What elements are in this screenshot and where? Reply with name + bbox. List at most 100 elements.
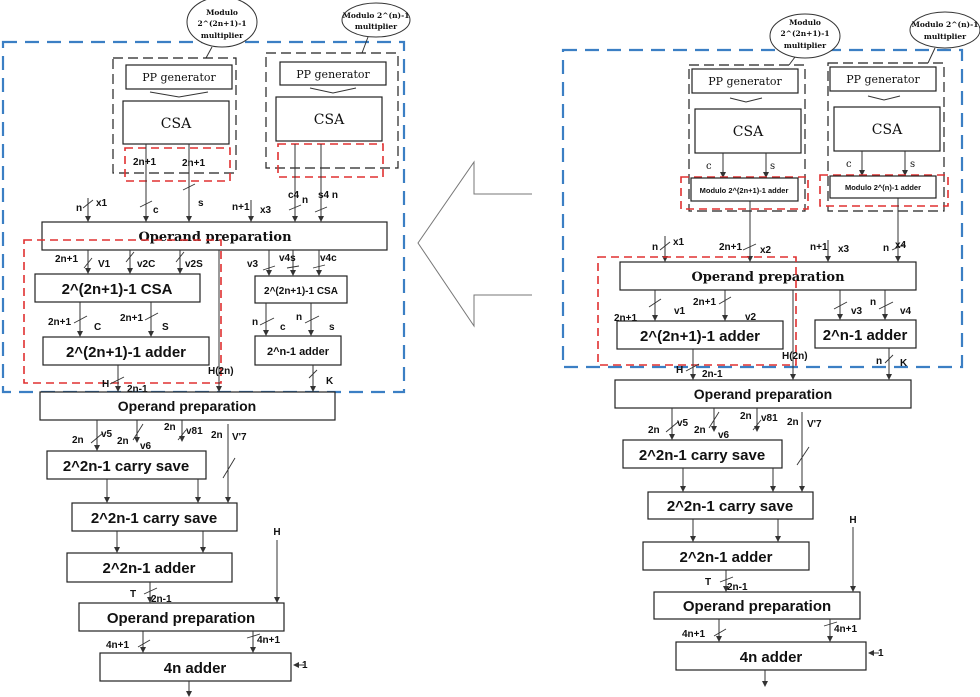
callout-text: 2^(2n+1)-1 <box>197 19 246 28</box>
modulo-adder-label: Modulo 2^(n)-1 adder <box>845 183 921 192</box>
wire-label: T <box>705 577 711 588</box>
wire-label: H(2n) <box>208 366 234 377</box>
wire-width-label: n <box>876 356 882 367</box>
wire-width-label: 2n <box>164 422 176 433</box>
multiplier-group-2 <box>265 52 399 169</box>
operand-preparation-label: Operand preparation <box>694 386 832 402</box>
pp-generator-box <box>829 66 937 92</box>
wire-label: s <box>770 161 775 172</box>
wire-width-label: n <box>870 297 876 308</box>
highlight-group <box>124 147 231 182</box>
carry-save-box-2 <box>647 491 814 520</box>
modulo-adder-label: Modulo 2^(2n+1)-1 adder <box>700 186 789 195</box>
pp-generator-label: PP generator <box>142 71 216 84</box>
carry-save-label: 2^2n-1 carry save <box>91 510 217 527</box>
pp-generator-label: PP generator <box>846 73 920 86</box>
highlight-group <box>680 176 809 210</box>
wire-width-label: 2n+1 <box>48 317 72 328</box>
wire-label: H(2n) <box>782 351 808 362</box>
right-diagram: Modulo 2^(2n+1)-1 multiplier Modulo 2^(n… <box>561 11 980 687</box>
outer-group-frame <box>561 48 964 369</box>
wire-width-label: 2n+1 <box>55 254 79 265</box>
wire-label: T <box>130 589 136 600</box>
adder-2n-label: 2^n-1 adder <box>823 327 908 344</box>
wire-label: n <box>883 243 889 254</box>
highlight-group <box>277 143 384 178</box>
adder-22n-label: 2^2n-1 adder <box>680 549 773 566</box>
adder-22n-box <box>66 552 233 583</box>
callout-text: multiplier <box>924 32 967 41</box>
wire-width-label: 2n-1 <box>727 582 748 593</box>
wire-label: S <box>162 322 169 333</box>
operand-preparation-box <box>41 221 388 251</box>
wire-label: v81 <box>761 413 778 424</box>
wire-label: v4c <box>320 253 337 264</box>
callout-mod-2n1-multiplier <box>769 13 841 59</box>
carry-save-label: 2^2n-1 carry save <box>667 498 793 515</box>
wire-width-label: 2n-1 <box>702 369 723 380</box>
operand-preparation-box <box>614 379 912 409</box>
operand-preparation-box <box>39 391 336 421</box>
csa-box <box>122 100 230 145</box>
wire-label: V'7 <box>807 419 822 430</box>
adder-2n-box <box>254 335 342 366</box>
callout-text: Modulo <box>206 8 238 17</box>
transform-arrow-icon <box>417 160 532 328</box>
wire-width-label: 2n+1 <box>614 313 638 324</box>
wire-label: s <box>198 198 204 209</box>
wire-label: v6 <box>140 441 152 452</box>
csa-label: CSA <box>161 116 192 132</box>
wire-width-label: 2n <box>648 425 660 436</box>
wire-width-label: n <box>252 317 258 328</box>
carry-save-box-1 <box>46 450 207 480</box>
wire-label: v3 <box>247 259 259 270</box>
multiplier-group-2 <box>827 62 945 212</box>
left-diagram: Modulo 2^(2n+1)-1 multiplier Modulo 2^(n… <box>1 0 411 697</box>
wire-label: V1 <box>98 259 111 270</box>
wire-width-label: 2n+1 <box>182 158 206 169</box>
modulo-adder-box <box>690 177 799 202</box>
wire-label: v2 <box>745 312 757 323</box>
wire-width-label: n <box>296 312 302 323</box>
wire-label: K <box>326 376 334 387</box>
wire-label: v2S <box>185 259 203 270</box>
wire-width-label: 4n+1 <box>257 635 281 646</box>
callout-text: multiplier <box>355 22 398 31</box>
adder-2n1-box <box>616 320 784 350</box>
adder-22n-label: 2^2n-1 adder <box>103 560 196 577</box>
callout-text: multiplier <box>201 31 244 40</box>
adder-4n-label: 4n adder <box>740 649 803 666</box>
callout-mod-2n-multiplier <box>341 2 411 38</box>
multiplier-group-1 <box>112 57 237 174</box>
wire-label: n <box>652 242 658 253</box>
wire-width-label: 2n+1 <box>693 297 717 308</box>
wire-label: v5 <box>101 429 113 440</box>
wire-width-label: 2n-1 <box>151 594 172 605</box>
modulo-adder-box <box>829 175 937 199</box>
wire-width-label: 2n <box>117 436 129 447</box>
adder-4n-box <box>99 652 292 682</box>
wire-label: n+1 <box>232 202 250 213</box>
wire-label: C <box>94 322 101 333</box>
wire-label: v1 <box>674 306 686 317</box>
wire-label: c <box>153 205 159 216</box>
csa-box <box>694 108 802 154</box>
wire-label: H <box>273 527 280 538</box>
carry-save-label: 2^2n-1 carry save <box>639 447 765 464</box>
adder-2n-label: 2^n-1 adder <box>267 346 330 358</box>
adder-4n-box <box>675 641 867 671</box>
callout-mod-2n-multiplier <box>909 11 980 49</box>
wire-width-label: 2n+1 <box>133 157 157 168</box>
operand-preparation-box <box>78 602 285 632</box>
operand-preparation-label: Operand preparation <box>118 398 256 414</box>
wire-label: x4 <box>895 240 907 251</box>
adder-2n-box <box>814 319 917 349</box>
carry-in-label: 1 <box>302 660 308 671</box>
wire-label: H <box>849 515 856 526</box>
wire-label: V'7 <box>232 432 247 443</box>
callout-text: multiplier <box>784 41 827 50</box>
adder-22n-box <box>642 541 810 571</box>
csa-box <box>833 106 941 152</box>
wire-label: v5 <box>677 418 689 429</box>
